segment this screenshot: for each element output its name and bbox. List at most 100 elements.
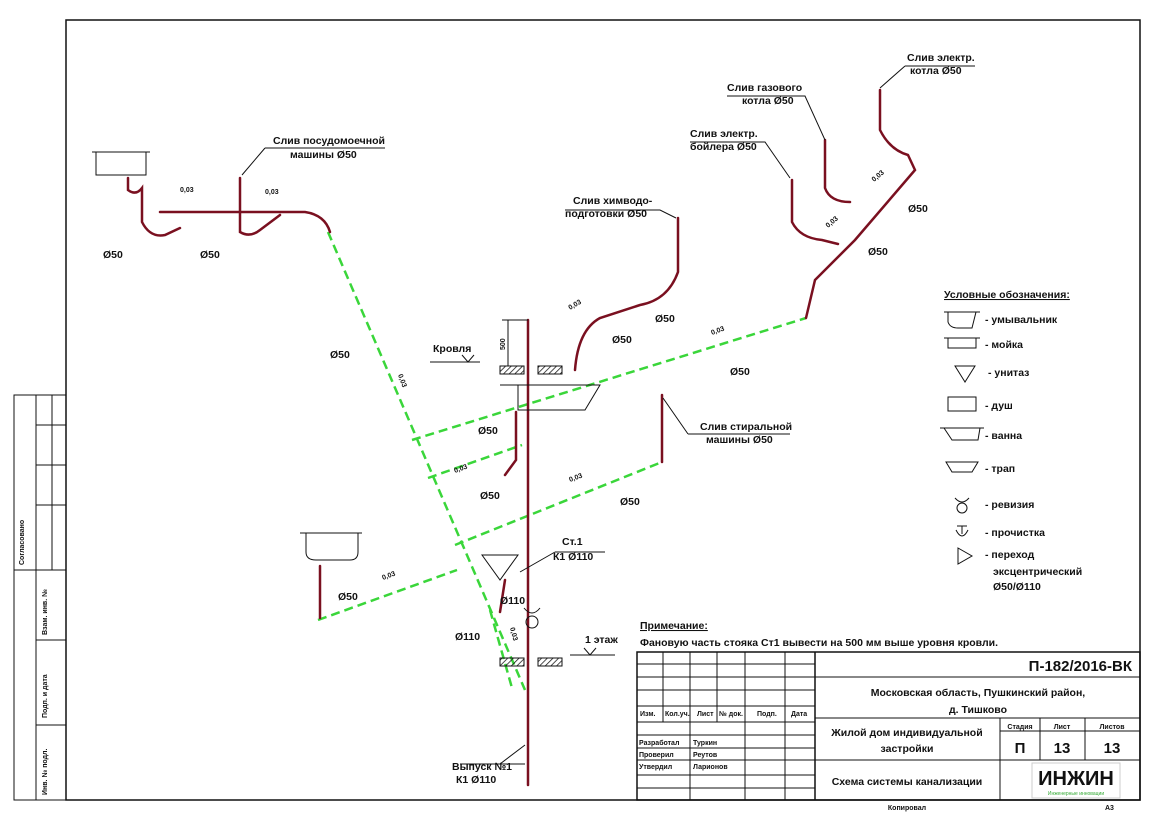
label-slope: 0,03 xyxy=(396,373,407,388)
location-line-1: Московская область, Пушкинский район, xyxy=(871,687,1086,699)
stamp-name: Туркин xyxy=(693,740,717,747)
stamp-role: Утвердил xyxy=(639,764,672,771)
drawing-title: Схема системы канализации xyxy=(832,776,983,788)
stamp-header: Подп. xyxy=(757,711,777,718)
stamp-role: Разработал xyxy=(639,739,679,747)
label-d110: Ø110 xyxy=(455,631,480,643)
copied-label: Копировал xyxy=(888,805,926,812)
label-d50: Ø50 xyxy=(478,425,498,437)
stamp-header: Дата xyxy=(791,711,807,718)
label-elboiler-2: котла Ø50 xyxy=(910,65,962,77)
legend-item: - душ xyxy=(985,400,1013,412)
stage-value: П xyxy=(1015,740,1026,757)
label-d50: Ø50 xyxy=(655,313,675,325)
stamp-name: Реутов xyxy=(693,752,718,759)
pipe-labels: Слив посудомоечной машины Ø50 Слив химво… xyxy=(103,52,975,786)
legend-item: эксцентрический xyxy=(993,566,1082,578)
object-line-1: Жилой дом индивидуальной xyxy=(830,727,982,739)
legend-item: - ревизия xyxy=(985,499,1034,511)
sheets-label: Листов xyxy=(1099,724,1125,731)
label-slope: 0,03 xyxy=(568,299,583,312)
location-line-2: д. Тишково xyxy=(949,704,1007,716)
stamp-header: Лист xyxy=(697,711,714,718)
note-text: Фановую часть стояка Ст1 вывести на 500 … xyxy=(640,637,998,649)
label-riser-1: Ст.1 xyxy=(562,536,583,548)
sheet-value: 13 xyxy=(1054,740,1071,757)
stamp-header: Кол.уч. xyxy=(665,711,690,718)
sewer-pipes xyxy=(126,88,917,787)
label-dishwasher-1: Слив посудомоечной xyxy=(273,135,385,147)
label-d50: Ø50 xyxy=(200,249,220,261)
logo-text: ИНЖИН xyxy=(1038,768,1114,790)
label-boiler-2: бойлера Ø50 xyxy=(690,141,757,153)
label-slope: 0,03 xyxy=(180,187,194,194)
label-riser-2: К1 Ø110 xyxy=(553,551,593,563)
stamp-name: Ларионов xyxy=(693,764,728,771)
sheets-value: 13 xyxy=(1104,740,1121,757)
label-outlet-2: К1 Ø110 xyxy=(456,774,496,786)
label-dishwasher-2: машины Ø50 xyxy=(290,149,357,161)
label-slope: 0,03 xyxy=(508,627,518,642)
side-sign-date: Подп. и дата xyxy=(42,674,49,718)
label-roof: Кровля xyxy=(433,343,471,355)
label-slope: 0,03 xyxy=(453,464,468,475)
label-gas-1: Слив газового xyxy=(727,82,802,94)
legend-item: - мойка xyxy=(985,339,1023,351)
note-title: Примечание: xyxy=(640,620,708,632)
label-d50: Ø50 xyxy=(730,366,750,378)
logo-subtitle: Инженерные инновации xyxy=(1048,791,1104,797)
side-inv-orig: Инв. № подл. xyxy=(41,748,49,795)
legend-title: Условные обозначения: xyxy=(944,289,1070,301)
label-boiler-1: Слив электр. xyxy=(690,128,758,140)
sheet-label: Лист xyxy=(1054,724,1071,731)
side-strip: Согласовано Взам. инв. № Подп. и дата Ин… xyxy=(13,394,67,801)
label-slope: 0,03 xyxy=(825,215,840,229)
fixture-toilet xyxy=(481,554,519,581)
title-block: Изм. Кол.уч. Лист № док. Подп. Дата Разр… xyxy=(636,651,1141,812)
label-slope: 0,03 xyxy=(265,189,279,196)
label-d50: Ø50 xyxy=(338,591,358,603)
label-slope: 0,03 xyxy=(710,326,725,337)
drawing-code: П-182/2016-ВК xyxy=(1029,658,1133,675)
legend-item: - умывальник xyxy=(985,314,1058,326)
roof-penetration xyxy=(430,319,615,667)
label-slope: 0,03 xyxy=(568,473,583,484)
label-d50: Ø50 xyxy=(480,490,500,502)
legend-item: - унитаз xyxy=(988,367,1029,379)
label-d50: Ø50 xyxy=(330,349,350,361)
label-d50: Ø50 xyxy=(868,246,888,258)
label-floor: 1 этаж xyxy=(585,634,618,646)
stamp-role: Проверил xyxy=(639,752,674,759)
label-d50: Ø50 xyxy=(612,334,632,346)
label-d110: Ø110 xyxy=(500,595,525,607)
fixture-sink-left xyxy=(92,151,150,176)
label-d50: Ø50 xyxy=(103,249,123,261)
legend-item: - ванна xyxy=(985,430,1022,442)
fixture-bathtub xyxy=(500,384,601,411)
label-d50: Ø50 xyxy=(620,496,640,508)
legend-item: - переход xyxy=(985,549,1035,561)
leader-lines xyxy=(241,65,975,765)
format-label: А3 xyxy=(1105,805,1114,812)
revision-icon xyxy=(523,607,541,629)
label-washer-2: машины Ø50 xyxy=(706,434,773,446)
label-chem-2: подготовки Ø50 xyxy=(565,208,647,220)
label-slope: 0,03 xyxy=(381,571,396,582)
sloped-pipes xyxy=(317,231,807,691)
object-line-2: застройки xyxy=(881,743,934,755)
stage-label: Стадия xyxy=(1007,724,1032,731)
label-outlet-1: Выпуск №1 xyxy=(452,761,512,773)
legend: Условные обозначения: - умывальник - мой… xyxy=(940,289,1082,593)
label-washer-1: Слив стиральной xyxy=(700,421,792,433)
fixture-washbasin-left xyxy=(300,532,362,561)
side-agreed: Согласовано xyxy=(19,520,26,565)
drawing-frame xyxy=(65,19,1141,801)
legend-item: - трап xyxy=(985,463,1015,475)
stamp-header: Изм. xyxy=(640,711,656,718)
legend-item: - прочистка xyxy=(985,527,1045,539)
legend-item: Ø50/Ø110 xyxy=(993,581,1041,593)
label-chem-1: Слив химводо- xyxy=(573,195,653,207)
company-logo: ИНЖИН Инженерные инновации xyxy=(1031,762,1121,799)
label-height: 500 xyxy=(500,338,507,350)
